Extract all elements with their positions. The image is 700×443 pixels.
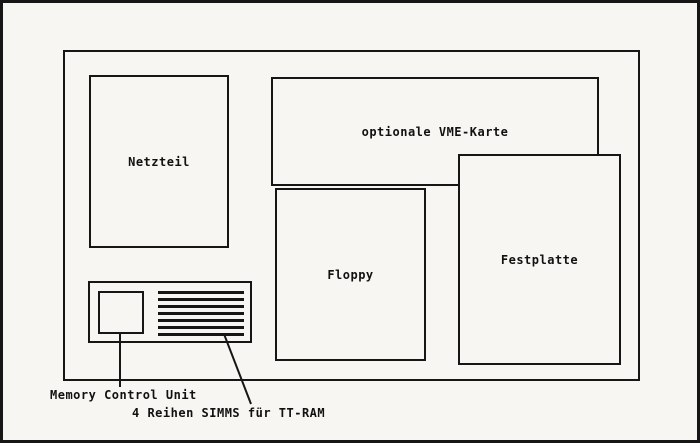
simm-slot-line — [158, 298, 244, 301]
simm-slot-line — [158, 312, 244, 315]
simm-slot-line — [158, 333, 244, 336]
simm-slot-stack — [158, 291, 244, 336]
vme-karte-box: optionale VME-Karte — [271, 77, 599, 186]
floppy-label: Floppy — [327, 267, 374, 282]
mcu-annotation: Memory Control Unit — [50, 388, 197, 402]
simms-annotation: 4 Reihen SIMMS für TT-RAM — [132, 406, 326, 420]
netzteil-box: Netzteil — [89, 75, 229, 248]
simm-slot-line — [158, 291, 244, 294]
festplatte-box: Festplatte — [458, 154, 621, 365]
mcu-chip-square — [98, 291, 144, 334]
festplatte-label: Festplatte — [500, 252, 579, 267]
vme-karte-label: optionale VME-Karte — [361, 124, 509, 139]
simm-slot-line — [158, 326, 244, 329]
netzteil-label: Netzteil — [128, 154, 190, 169]
floppy-box: Floppy — [275, 188, 426, 361]
simm-slot-line — [158, 305, 244, 308]
simm-slot-line — [158, 319, 244, 322]
